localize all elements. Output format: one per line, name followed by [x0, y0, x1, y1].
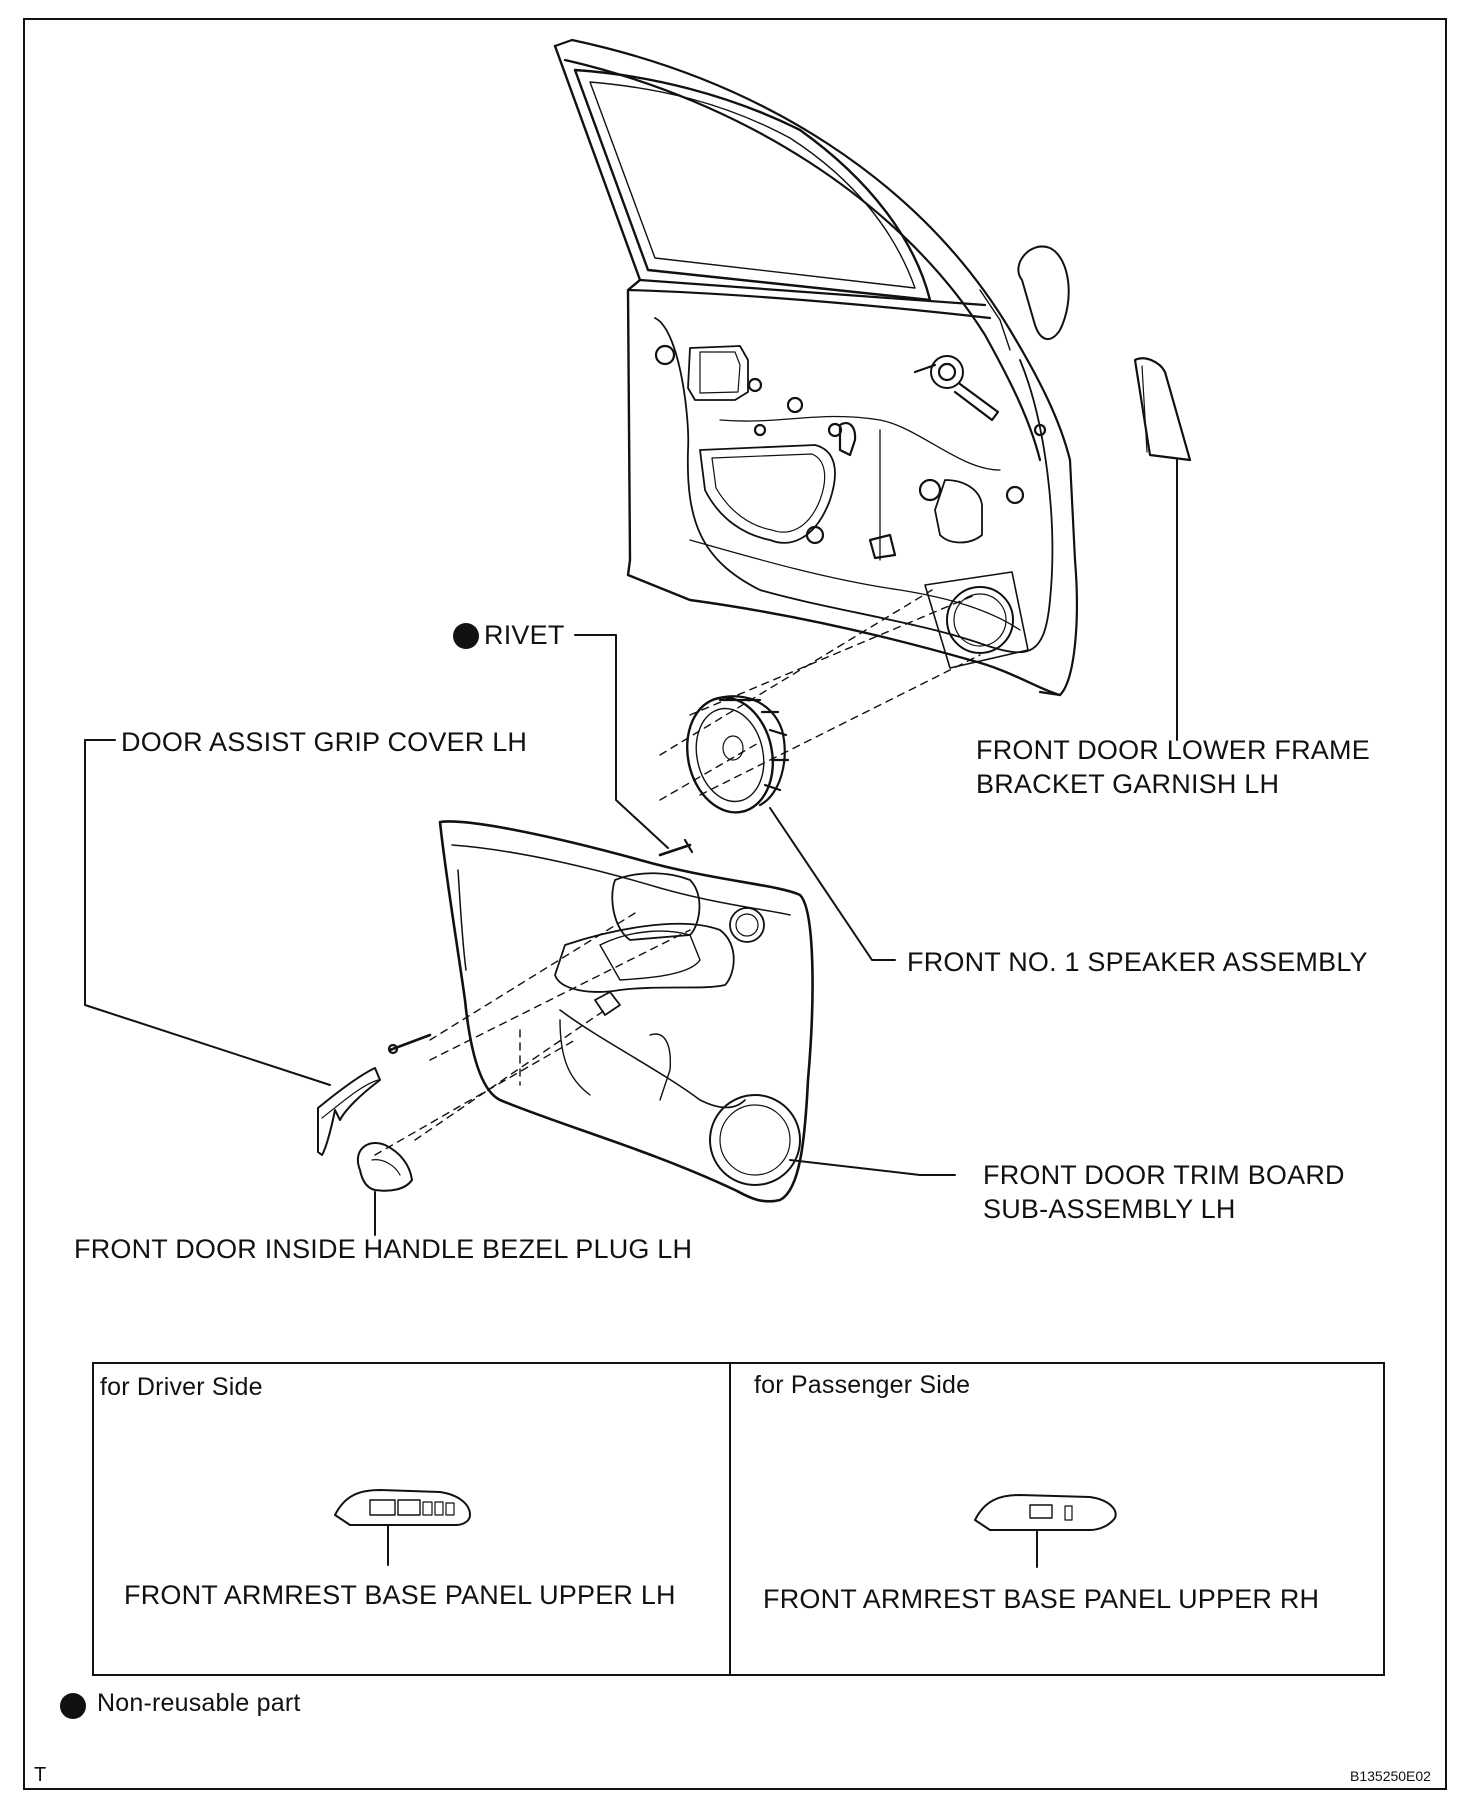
- label-rivet: RIVET: [484, 620, 565, 650]
- label-trim-line2: SUB-ASSEMBLY LH: [983, 1194, 1236, 1224]
- speaker-alignment-lines: [659, 589, 981, 801]
- lower-frame-bracket-garnish-drawing: [1133, 357, 1192, 741]
- legend-non-reusable-icon: [60, 1693, 86, 1719]
- trim-board-drawing: [438, 820, 814, 1203]
- label-lower-frame-line1: FRONT DOOR LOWER FRAME: [976, 735, 1370, 765]
- variant-box-driver: [92, 1362, 731, 1676]
- label-bezel-plug: FRONT DOOR INSIDE HANDLE BEZEL PLUG LH: [74, 1234, 693, 1264]
- label-armrest-rh: FRONT ARMREST BASE PANEL UPPER RH: [763, 1584, 1320, 1614]
- trim-alignment-lines: [374, 909, 691, 1156]
- non-reusable-marker-icon: [453, 623, 479, 649]
- bezel-plug-drawing: [357, 1142, 413, 1236]
- trim-board-leader: [789, 1159, 956, 1176]
- label-armrest-lh: FRONT ARMREST BASE PANEL UPPER LH: [124, 1580, 676, 1610]
- variant-title-passenger: for Passenger Side: [754, 1371, 971, 1399]
- label-trim-line1: FRONT DOOR TRIM BOARD: [983, 1160, 1345, 1190]
- rivet-drawing: [574, 634, 694, 857]
- door-panel-drawing: [553, 38, 1078, 697]
- screw-head: [387, 1043, 399, 1055]
- label-speaker: FRONT NO. 1 SPEAKER ASSEMBLY: [907, 947, 1368, 977]
- label-grip-cover: DOOR ASSIST GRIP COVER LH: [121, 727, 528, 757]
- variant-title-driver: for Driver Side: [100, 1373, 263, 1401]
- diagram-frame: [23, 18, 1447, 1790]
- figure-id: B135250E02: [1350, 1768, 1431, 1784]
- legend-text: Non-reusable part: [97, 1689, 301, 1717]
- grip-cover-drawing: [84, 739, 381, 1156]
- variant-box-passenger: [729, 1362, 1385, 1676]
- label-lower-frame-line2: BRACKET GARNISH LH: [976, 769, 1280, 799]
- speaker-leader: [769, 807, 896, 961]
- armrest-panel-lh-drawing: [334, 1489, 471, 1566]
- corner-mark: T: [34, 1764, 47, 1786]
- armrest-panel-rh-drawing: [974, 1494, 1117, 1568]
- speaker-drawing: [685, 695, 790, 814]
